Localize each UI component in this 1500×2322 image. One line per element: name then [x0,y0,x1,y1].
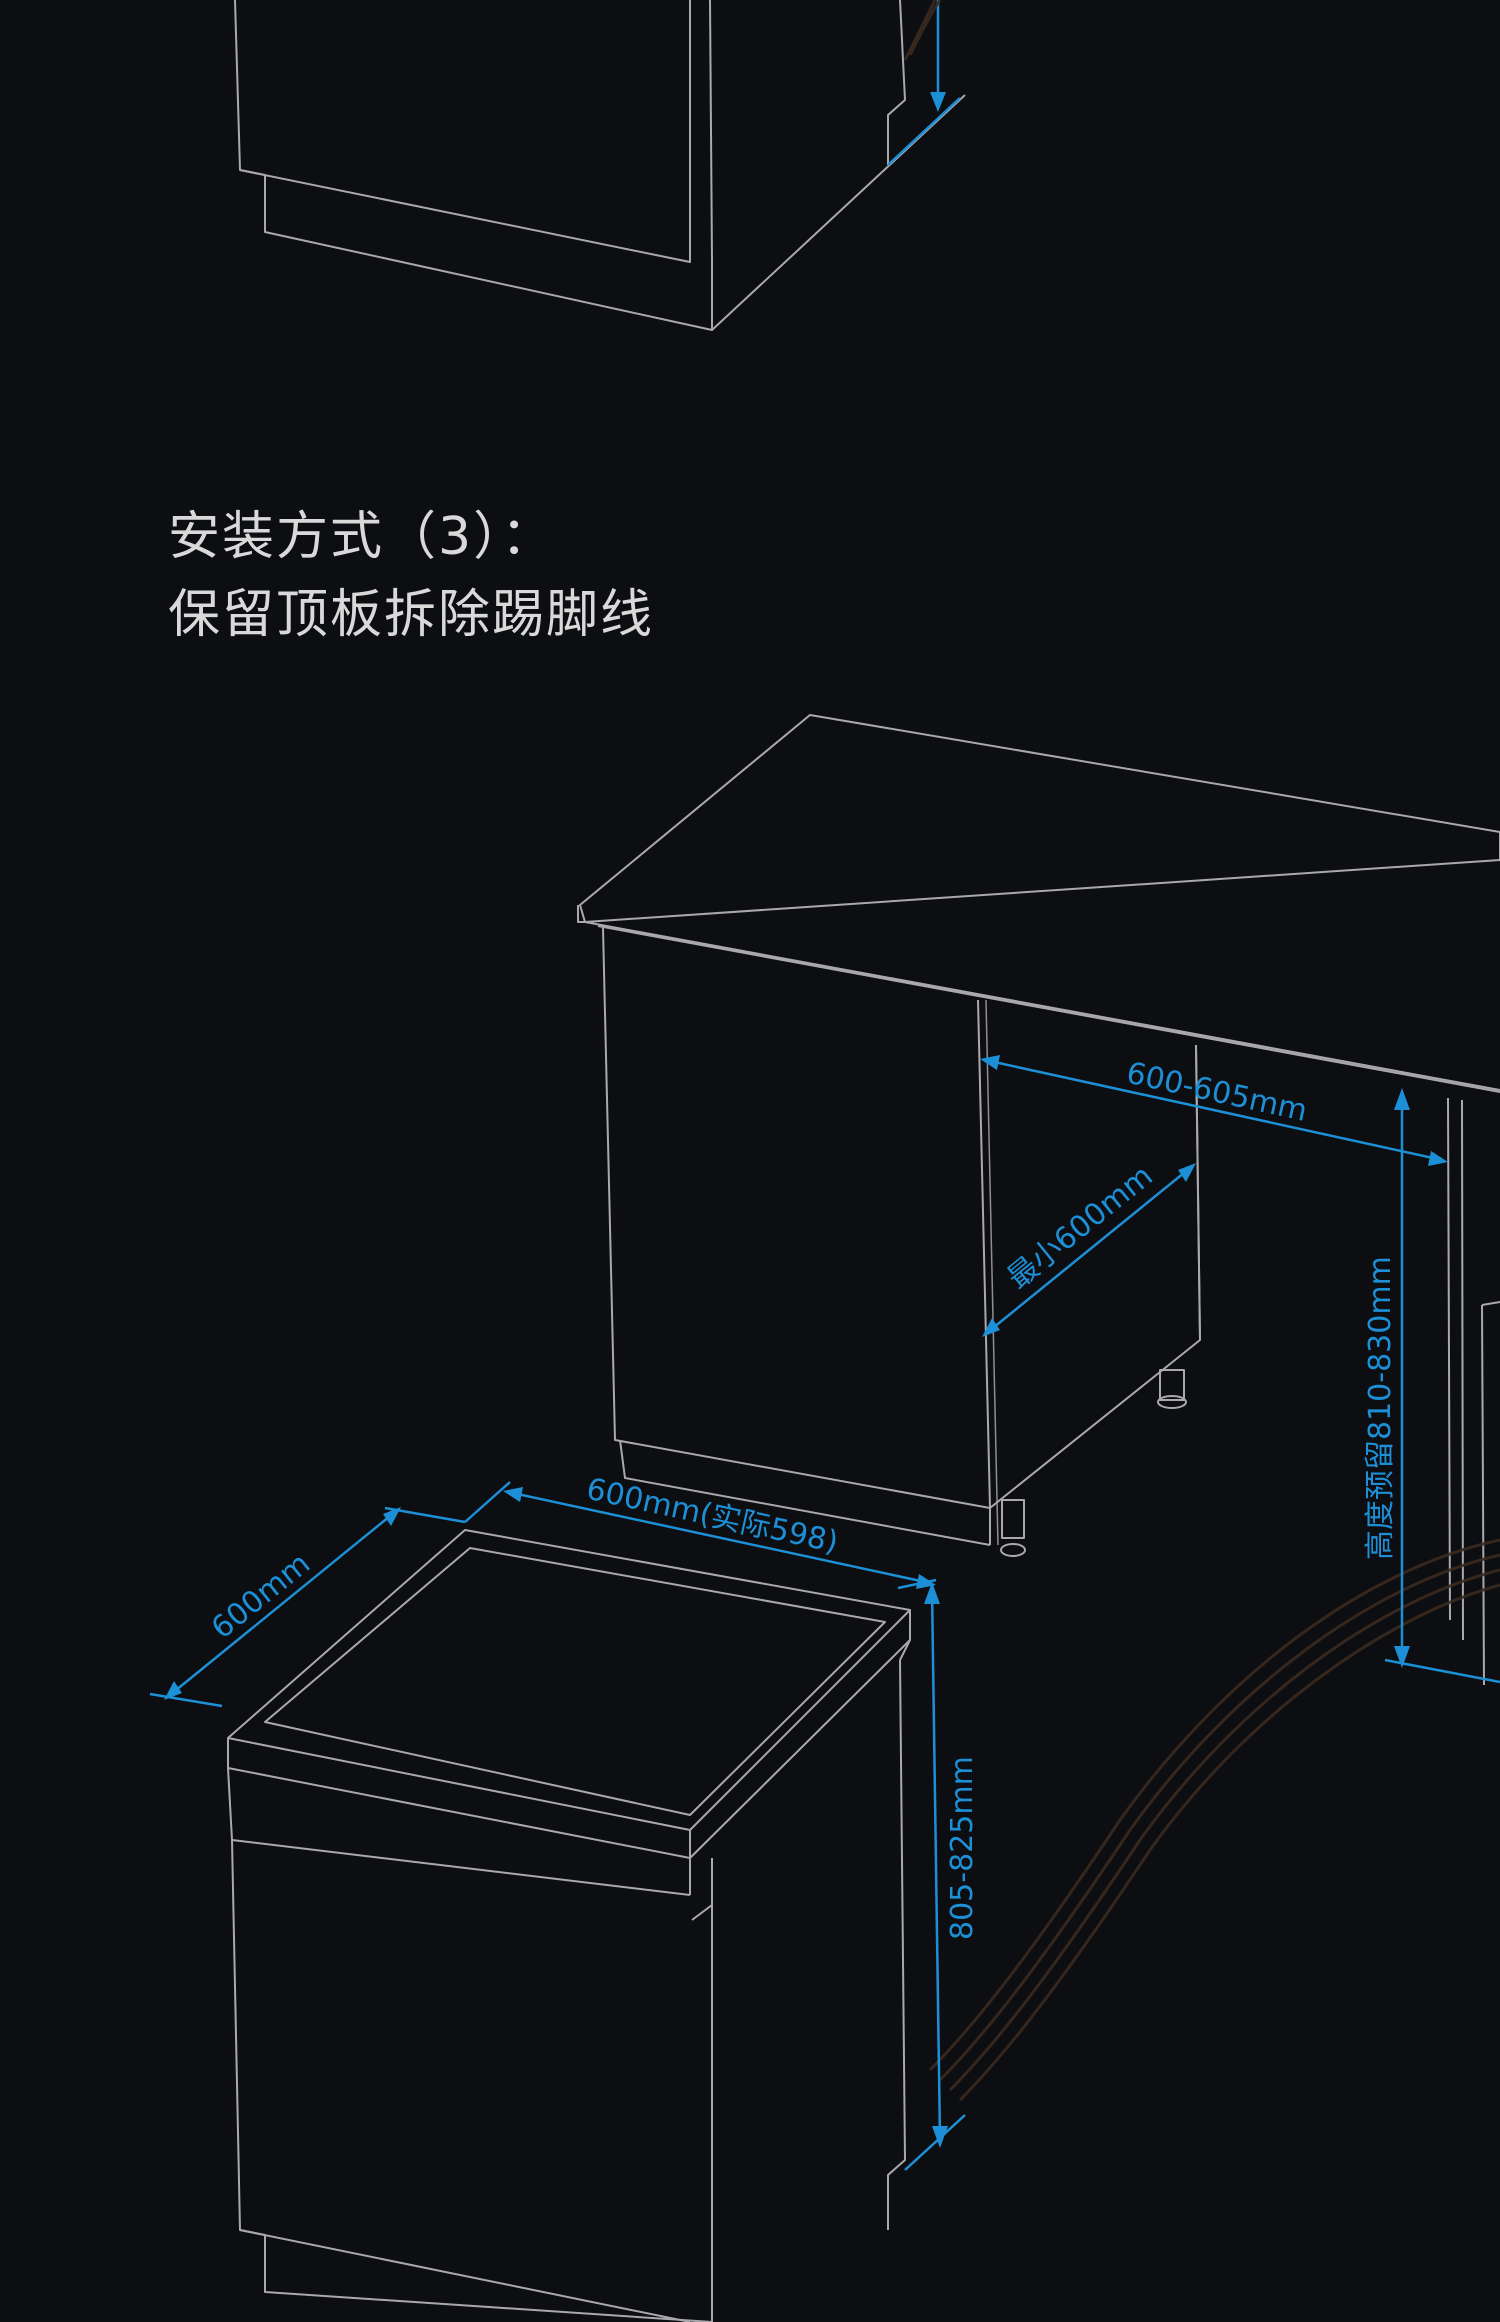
label-opening-height: 高度预留810-830mm [1363,1256,1398,1560]
dim-opening-depth: 最小600mm [982,1158,1196,1337]
right-cabinet-outline [1447,1097,1500,1686]
section-heading-line2: 保留顶板拆除踢脚线 [168,585,655,645]
label-opening-depth: 最小600mm [1001,1158,1160,1296]
label-machine-depth: 600mm [205,1546,317,1646]
label-opening-width: 600-605mm [1123,1056,1310,1129]
section-heading-line1: 安装方式（3）： [168,507,556,567]
top-dishwasher-outline [234,0,966,331]
label-machine-height: 805-825mm [945,1756,980,1940]
dim-machine-height: 805-825mm [904,1582,980,2171]
countertop-outline [577,714,1500,1093]
dim-opening-width: 600-605mm [980,1055,1448,1166]
dishwasher-outline [227,1529,911,2322]
dim-machine-depth: 600mm [149,1507,401,1708]
top-height-dimension [887,0,961,166]
top-hose [903,0,942,61]
dim-opening-height: 高度预留810-830mm [1363,1088,1500,1684]
hoses [928,1538,1500,2102]
left-cabinet-outline [602,927,1201,1557]
